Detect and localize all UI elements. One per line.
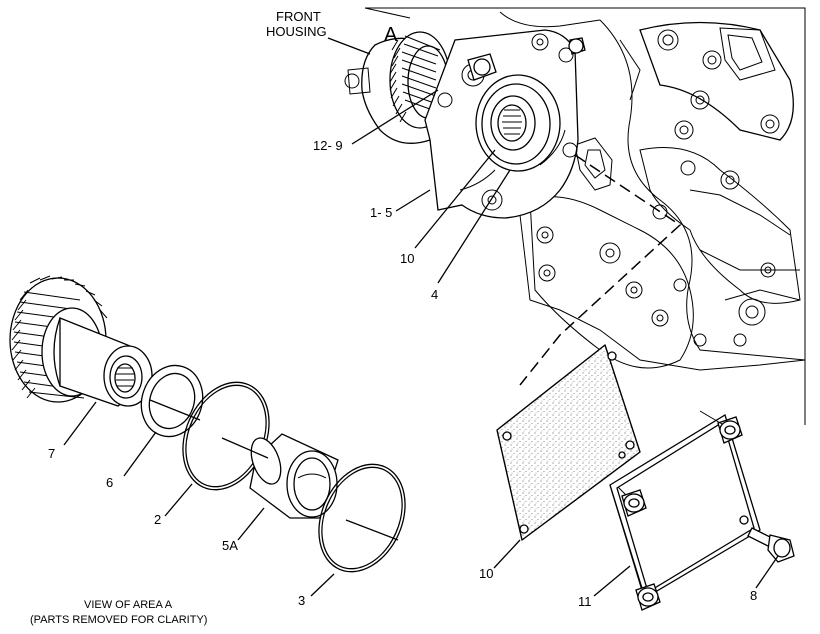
label-part-3: 3 <box>298 593 305 608</box>
label-area-a: A <box>384 24 398 46</box>
front-cover <box>609 410 761 611</box>
label-part-1-5: 1- 5 <box>370 205 392 220</box>
front-housing-assembly <box>344 29 586 219</box>
o-ring-seal-3 <box>318 463 406 573</box>
label-part-5a: 5A <box>222 538 238 553</box>
label-front-housing-line1: FRONT <box>276 9 321 24</box>
label-part-2: 2 <box>154 512 161 527</box>
assembly-axis <box>149 399 399 541</box>
label-part-8: 8 <box>750 588 757 603</box>
label-part-6: 6 <box>106 475 113 490</box>
alignment-line <box>519 154 682 386</box>
label-part-10-bottom: 10 <box>479 566 493 581</box>
thrust-washer <box>140 364 204 438</box>
idler-gear <box>9 275 153 407</box>
label-part-7: 7 <box>48 446 55 461</box>
engine-block <box>364 7 806 425</box>
caption-view-line1: VIEW OF AREA A <box>84 599 173 611</box>
bolt <box>747 527 795 563</box>
label-part-12-9: 12- 9 <box>313 138 343 153</box>
cover-gasket <box>496 344 641 541</box>
caption-view-line2: (PARTS REMOVED FOR CLARITY) <box>30 614 207 626</box>
label-part-11: 11 <box>578 594 592 609</box>
label-part-4: 4 <box>431 287 438 302</box>
sleeve <box>249 433 339 519</box>
label-part-10-top: 10 <box>400 251 414 266</box>
leader-lines <box>63 37 779 597</box>
label-front-housing-line2: HOUSING <box>266 24 327 39</box>
